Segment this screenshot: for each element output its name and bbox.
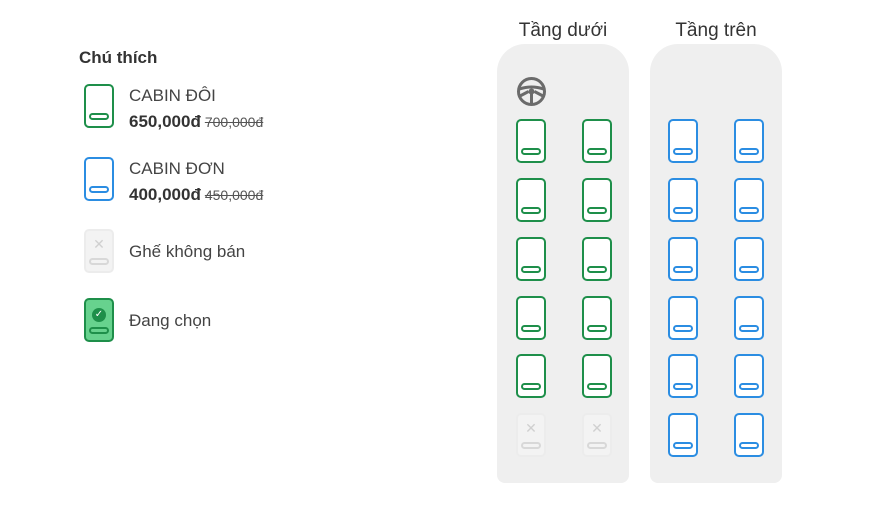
old-price: 450,000đ bbox=[204, 187, 264, 203]
seat-lower[interactable] bbox=[516, 119, 546, 163]
seat-upper[interactable] bbox=[734, 413, 764, 457]
seat-lower-unavailable: ✕ bbox=[582, 413, 612, 457]
seat-lower[interactable] bbox=[582, 119, 612, 163]
x-icon: ✕ bbox=[93, 236, 105, 252]
seat-upper[interactable] bbox=[668, 354, 698, 398]
current-price: 650,000đ bbox=[129, 112, 201, 131]
legend-label: Ghế không bán bbox=[129, 242, 246, 261]
seat-upper[interactable] bbox=[668, 296, 698, 340]
seat-upper[interactable] bbox=[668, 178, 698, 222]
current-price: 400,000đ bbox=[129, 185, 201, 204]
seat-lower[interactable] bbox=[582, 354, 612, 398]
lower-deck-title: Tầng dưới bbox=[518, 20, 608, 41]
seat-upper[interactable] bbox=[734, 178, 764, 222]
unavailable-seat-icon: ✕ bbox=[84, 229, 114, 273]
seat-upper[interactable] bbox=[668, 237, 698, 281]
seat-upper[interactable] bbox=[734, 119, 764, 163]
double-cabin-seat-icon bbox=[84, 84, 114, 128]
seat-lower[interactable] bbox=[516, 296, 546, 340]
legend-label: Đang chọn bbox=[129, 311, 212, 330]
selected-seat-icon: ✓ bbox=[84, 298, 114, 342]
x-icon: ✕ bbox=[591, 420, 603, 436]
seat-lower[interactable] bbox=[516, 178, 546, 222]
seat-upper[interactable] bbox=[668, 413, 698, 457]
old-price: 700,000đ bbox=[204, 114, 264, 130]
seat-lower[interactable] bbox=[516, 354, 546, 398]
seat-lower[interactable] bbox=[516, 237, 546, 281]
seat-upper[interactable] bbox=[734, 237, 764, 281]
steering-wheel-icon bbox=[517, 77, 546, 106]
single-cabin-seat-icon bbox=[84, 157, 114, 201]
legend-title: Chú thích bbox=[79, 48, 158, 67]
legend-label: CABIN ĐƠN bbox=[129, 159, 225, 178]
seat-lower[interactable] bbox=[582, 237, 612, 281]
seat-lower[interactable] bbox=[582, 178, 612, 222]
upper-deck-title: Tầng trên bbox=[675, 20, 757, 41]
seat-lower[interactable] bbox=[582, 296, 612, 340]
seat-upper[interactable] bbox=[734, 296, 764, 340]
seat-upper[interactable] bbox=[668, 119, 698, 163]
legend-label: CABIN ĐÔI bbox=[129, 86, 216, 105]
seat-lower-unavailable: ✕ bbox=[516, 413, 546, 457]
seat-upper[interactable] bbox=[734, 354, 764, 398]
check-icon: ✓ bbox=[92, 308, 106, 322]
x-icon: ✕ bbox=[525, 420, 537, 436]
